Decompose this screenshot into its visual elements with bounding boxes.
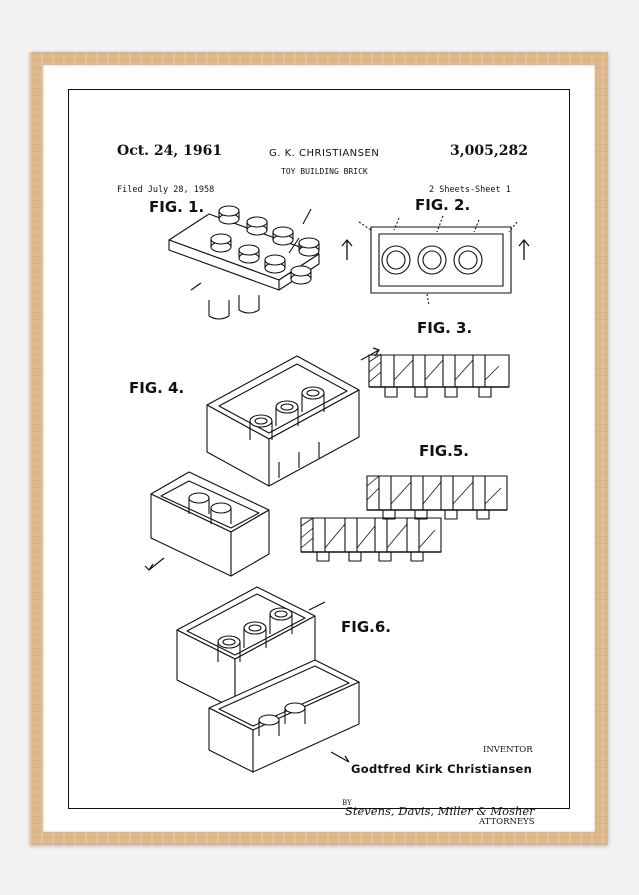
sheet-count: 2 Sheets-Sheet 1	[429, 185, 511, 195]
fig6-label: FIG.6.	[341, 618, 391, 636]
white-mat: Oct. 24, 1961 G. K. CHRISTIANSEN 3,005,2…	[43, 65, 595, 832]
patent-number: 3,005,282	[450, 143, 528, 159]
patent-sheet: Oct. 24, 1961 G. K. CHRISTIANSEN 3,005,2…	[68, 89, 570, 827]
inventor-signature: Godtfred Kirk Christiansen	[351, 762, 533, 776]
fig6-stacked-bricks-drawing	[176, 586, 360, 773]
filing-date: Filed July 28, 1958	[117, 185, 215, 195]
inventor-label: INVENTOR	[483, 745, 533, 755]
fig5-section-drawing	[300, 475, 508, 562]
patent-drawing: FIG. 1. FIG. 2. FIG. 3. FIG. 4. FIG.5. F…	[129, 196, 530, 773]
attorneys-signature: Stevens, Davis, Miller & Mosher	[345, 804, 535, 818]
fig3-section-drawing	[368, 353, 510, 398]
fig3-label: FIG. 3.	[417, 319, 472, 337]
patent-date: Oct. 24, 1961	[117, 143, 223, 159]
fig4-stacked-bricks-drawing	[144, 347, 380, 577]
fig4-label: FIG. 4.	[129, 379, 184, 397]
fig2-top-view-drawing	[341, 215, 530, 306]
fig1-brick-drawing	[168, 205, 320, 320]
fig1-label: FIG. 1.	[149, 198, 204, 216]
inventor-header: G. K. CHRISTIANSEN	[269, 148, 380, 159]
fig5-label: FIG.5.	[419, 442, 469, 460]
attorneys-label: ATTORNEYS	[479, 817, 535, 827]
patent-title: TOY BUILDING BRICK	[281, 167, 368, 176]
wooden-frame: Oct. 24, 1961 G. K. CHRISTIANSEN 3,005,2…	[30, 52, 608, 845]
by-label: BY	[342, 799, 352, 807]
fig2-label: FIG. 2.	[415, 196, 470, 214]
